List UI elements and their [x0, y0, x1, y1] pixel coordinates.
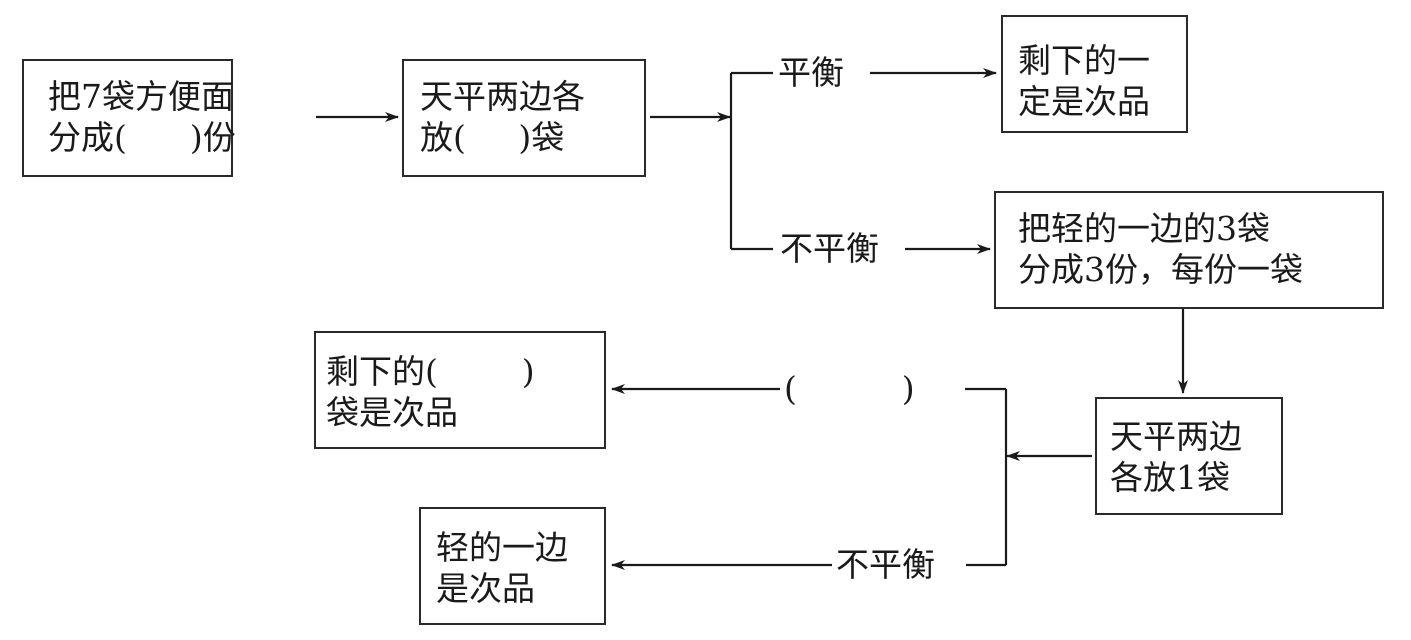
node-weigh2: [1095, 397, 1283, 515]
node-weigh2-line1: 天平两边: [1110, 417, 1242, 456]
node-split-light-line1: 把轻的一边的3袋: [1018, 209, 1270, 248]
node-light-result-line1: 轻的一边: [436, 528, 568, 567]
node-split-light: [994, 191, 1384, 309]
node-remaining-result: [314, 331, 606, 449]
node-weigh1: [402, 59, 646, 177]
node-light-result: [419, 507, 606, 625]
node-balanced-result-line2: 定是次品: [1018, 82, 1150, 121]
node-weigh1-line1: 天平两边各: [420, 77, 585, 116]
node-light-result-line2: 是次品: [436, 569, 535, 608]
edge-label-unbalanced: 不平衡: [780, 229, 879, 269]
edge-label-balanced: 平衡: [778, 53, 844, 93]
node-divide-line1: 把7袋方便面: [48, 77, 234, 116]
node-remaining-result-line2: 袋是次品: [326, 393, 458, 432]
node-balanced-result-line1: 剩下的一: [1018, 41, 1150, 80]
node-remaining-result-line1: 剩下的( ): [326, 352, 535, 391]
node-balanced-result: [1001, 15, 1188, 133]
node-weigh2-line2: 各放1袋: [1110, 458, 1230, 497]
edge-label-unbalanced2: 不平衡: [836, 545, 935, 585]
node-split-light-line2: 分成3份，每份一袋: [1018, 250, 1303, 289]
node-divide-line2: 分成( )份: [48, 118, 236, 157]
node-weigh1-line2: 放( )袋: [420, 118, 565, 157]
edge-label-blank: ( ): [784, 369, 915, 409]
node-divide-frame: [22, 59, 233, 177]
